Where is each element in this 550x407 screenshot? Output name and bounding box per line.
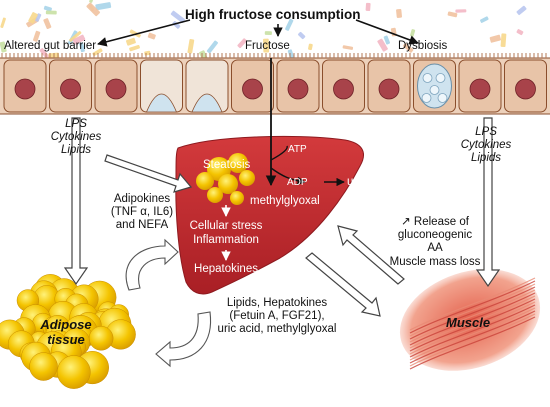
- left-signal-cytokines: Cytokines: [50, 131, 102, 143]
- fructose-crystal: [125, 37, 136, 46]
- fructose-crystal: [447, 11, 458, 18]
- atp-label: ATP: [288, 144, 307, 155]
- fructose-crystal: [86, 2, 101, 17]
- fructose-crystal: [308, 43, 313, 51]
- hollow-arrows: [63, 117, 501, 317]
- steatosis-droplets: [196, 153, 255, 205]
- fructose-crystal: [39, 48, 50, 60]
- fructose-crystal: [43, 18, 52, 30]
- fructose-crystal: [516, 29, 524, 36]
- fructose-crystal: [455, 9, 467, 13]
- fructose-crystal: [402, 43, 414, 53]
- left-signal-lps: LPS: [65, 118, 87, 130]
- muscle-effect-gluconeogenic: gluconeogenic: [397, 229, 473, 241]
- methylglyoxal-label: methylglyoxal: [250, 195, 320, 207]
- fructose-crystal: [500, 33, 507, 48]
- cellular-stress-label: Cellular stress: [189, 220, 263, 232]
- fructose-crystal: [92, 48, 103, 57]
- fructose-crystal: [69, 31, 82, 42]
- fructose-crystal: [43, 5, 52, 12]
- steatosis-label: Steatosis: [203, 159, 251, 171]
- fructose-crystal: [396, 8, 403, 18]
- muscle-tissue: [399, 269, 541, 371]
- fructose-crystals: [0, 0, 527, 65]
- fructose-crystal: [129, 44, 140, 52]
- liver-output-line2: (Fetuin A, FGF21),: [229, 310, 325, 322]
- muscle-effect-aa: AA: [427, 242, 443, 254]
- fructose-crystal: [0, 17, 6, 28]
- dysbiosis-label: Dysbiosis: [398, 40, 448, 52]
- uric-acid-label: uric acid: [347, 176, 390, 188]
- diagram-title: High fructose consumption: [185, 7, 361, 22]
- title-arrows: [97, 19, 419, 47]
- fructose-label: Fructose: [245, 40, 290, 52]
- adipokines-detail: (TNF α, IL6): [110, 206, 174, 218]
- fructose-crystal: [342, 45, 354, 50]
- fructose-crystal: [263, 38, 270, 53]
- fructose-crystal: [365, 2, 371, 12]
- fructose-crystal: [516, 5, 527, 16]
- altered-gut-barrier-label: Altered gut barrier: [4, 40, 97, 52]
- fructose-crystal: [95, 2, 112, 11]
- fructose-crystal: [187, 39, 195, 54]
- fructose-crystal: [170, 10, 185, 23]
- fructose-crystal: [264, 31, 272, 36]
- intestinal-epithelium: [0, 53, 550, 115]
- adipose-label-line2: tissue: [47, 332, 85, 347]
- fructose-crystal: [72, 34, 86, 45]
- adipokines-nefa: and NEFA: [115, 219, 169, 231]
- right-signal-lipids: Lipids: [470, 152, 502, 164]
- right-signal-cytokines: Cytokines: [460, 139, 512, 151]
- inflammation-label: Inflammation: [193, 234, 259, 246]
- fructose-crystal: [172, 21, 181, 29]
- fructose-crystal: [45, 10, 57, 15]
- fructose-crystal: [237, 38, 247, 49]
- fructose-crystal: [147, 32, 156, 40]
- adipose-tissue: [0, 274, 136, 389]
- fructose-crystal: [32, 30, 41, 42]
- adipose-label-line1: Adipose: [40, 317, 92, 332]
- muscle-effect-release: ↗ Release of: [401, 216, 469, 228]
- fructose-crystal: [410, 29, 416, 37]
- hepatokines-label: Hepatokines: [194, 263, 258, 275]
- muscle-label: Muscle: [446, 315, 491, 330]
- fructose-crystal: [480, 16, 489, 23]
- right-signal-lps: LPS: [475, 126, 497, 138]
- adipokines-label: Adipokines: [113, 193, 171, 205]
- adp-label: ADP: [287, 177, 308, 188]
- fructose-crystal: [285, 18, 294, 31]
- fructose-crystal: [34, 13, 42, 22]
- left-signal-lipids: Lipids: [60, 144, 92, 156]
- fructose-crystal: [489, 34, 501, 43]
- liver-output-line1: Lipids, Hepatokines: [226, 297, 328, 309]
- fructose-crystal: [298, 31, 306, 40]
- fructose-crystal: [79, 42, 85, 53]
- liver-output-line3: uric acid, methylglyoxal: [217, 323, 337, 335]
- fructose-crystal: [206, 40, 218, 54]
- fructose-crystal: [0, 41, 7, 53]
- fructose-crystal: [28, 12, 38, 24]
- fructose-to-liver-arrow: [265, 58, 345, 187]
- muscle-effect-mass-loss: Muscle mass loss: [389, 256, 481, 268]
- curved-arrows: [125, 238, 212, 368]
- fructose-crystal: [377, 38, 388, 52]
- fructose-crystal: [383, 35, 391, 45]
